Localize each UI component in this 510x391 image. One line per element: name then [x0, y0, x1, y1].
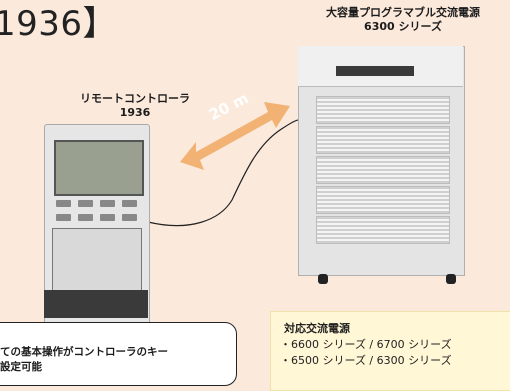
psu-label-line2: 6300 シリーズ — [364, 20, 442, 33]
remote-key — [56, 200, 71, 207]
remote-label-line2: 1936 — [119, 106, 151, 119]
remote-bottom-panel — [44, 290, 148, 318]
page-heading: 1936】 — [0, 4, 118, 44]
remote-key — [56, 214, 71, 221]
callout-line2: 設定可能 — [0, 361, 42, 373]
callout-line1: ての基本操作がコントローラのキー — [0, 346, 168, 358]
compatible-model-line: ・6600 シリーズ / 6700 シリーズ — [280, 338, 452, 351]
remote-key — [78, 214, 93, 221]
compatible-model-line: ・6500 シリーズ / 6300 シリーズ — [280, 354, 452, 367]
psu-caster — [446, 274, 456, 284]
remote-key — [122, 214, 137, 221]
psu-vent — [316, 156, 450, 184]
remote-key — [100, 200, 115, 207]
remote-lcd-screen — [54, 140, 144, 196]
psu-display — [336, 66, 414, 76]
remote-key — [100, 214, 115, 221]
power-supply-label: 大容量プログラマブル交流電源 6300 シリーズ — [288, 6, 510, 34]
psu-label-line1: 大容量プログラマブル交流電源 — [326, 6, 480, 19]
remote-keypad — [52, 228, 142, 300]
compatible-models-title: 対応交流電源 — [284, 322, 350, 335]
psu-vent — [316, 186, 450, 214]
remote-controller-label: リモートコントローラ 1936 — [60, 92, 210, 120]
distance-arrow — [180, 102, 290, 170]
cable-line — [147, 119, 301, 227]
remote-label-line1: リモートコントローラ — [80, 92, 190, 105]
remote-key — [78, 200, 93, 207]
callout-text: ての基本操作がコントローラのキー 設定可能 — [0, 345, 235, 375]
psu-vent — [316, 126, 450, 154]
remote-key — [122, 200, 137, 207]
callout-box — [0, 322, 237, 386]
psu-vent — [316, 216, 450, 244]
psu-caster — [318, 274, 328, 284]
psu-vent — [316, 96, 450, 124]
